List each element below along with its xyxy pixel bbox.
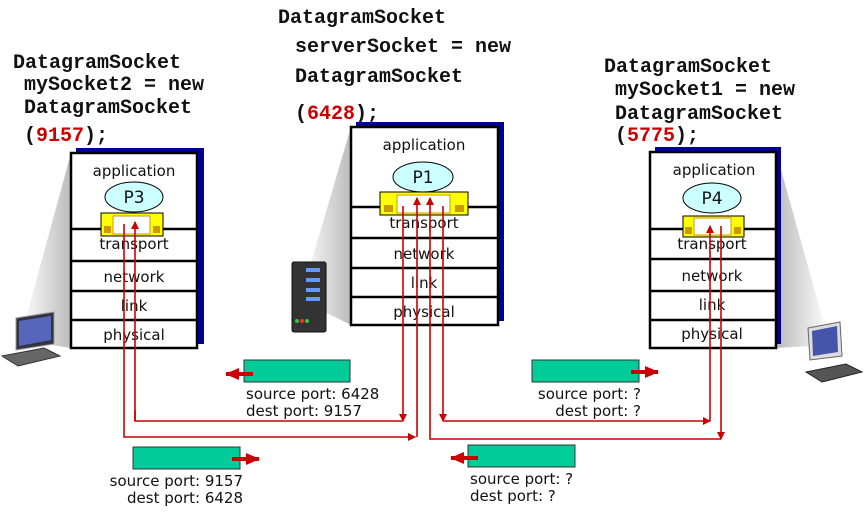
code-line: DatagramSocket — [604, 56, 772, 79]
port-number: 6428 — [307, 103, 355, 126]
svg-text:(9157);: (9157); — [24, 125, 108, 148]
layer-application: application — [383, 136, 466, 154]
layer-physical: physical — [393, 303, 455, 321]
code-line: DatagramSocket — [13, 52, 181, 75]
process-p3 — [104, 181, 164, 213]
layer-network: network — [104, 268, 165, 286]
server-icon — [291, 261, 327, 333]
layer-link: link — [411, 274, 438, 292]
paren: ( — [615, 125, 627, 148]
packet-server-to-p4: source port: ? dest port: ? — [531, 359, 659, 420]
desktop-right-icon — [804, 321, 864, 383]
shadow — [776, 152, 830, 348]
layer-physical: physical — [103, 326, 165, 344]
packet-dest-port: dest port: ? — [555, 402, 641, 420]
packet-source-port: source port: ? — [470, 470, 573, 488]
socket-icon — [379, 191, 469, 216]
socket-icon — [682, 215, 745, 238]
svg-text:(6428);: (6428); — [295, 103, 379, 126]
code-line: mySocket1 = new — [615, 79, 795, 102]
layer-transport: transport — [99, 235, 168, 253]
protocol-stack-right: application transport network link physi… — [648, 147, 781, 350]
code-line: mySocket2 = new — [24, 74, 204, 97]
packet-dest-port: dest port: 6428 — [127, 489, 243, 507]
path-p4-to-p1 — [426, 197, 721, 440]
protocol-stack-left: application transport network link physi… — [69, 148, 204, 350]
datagram-paths — [123, 197, 725, 441]
paren: ); — [84, 125, 108, 148]
client-left-socket-code: DatagramSocket mySocket2 = new DatagramS… — [13, 52, 204, 148]
layer-physical: physical — [681, 325, 743, 343]
server-socket-code: DatagramSocket serverSocket = new Datagr… — [278, 7, 511, 126]
packet-source-port: source port: 6428 — [246, 385, 379, 403]
shadow — [20, 153, 71, 348]
socket-icon — [100, 212, 164, 237]
client-right-socket-code: DatagramSocket mySocket1 = new DatagramS… — [604, 56, 795, 148]
layer-transport: transport — [389, 214, 458, 232]
layer-application: application — [93, 162, 176, 180]
svg-text:(5775);: (5775); — [615, 125, 699, 148]
code-line: DatagramSocket — [295, 66, 463, 89]
code-line: serverSocket = new — [295, 36, 511, 59]
packet-p4-to-server: source port: ? dest port: ? — [450, 444, 576, 505]
paren: ); — [675, 125, 699, 148]
code-line: DatagramSocket — [615, 103, 783, 126]
layer-application: application — [673, 161, 756, 179]
layer-link: link — [121, 297, 148, 315]
packet-server-to-p3: source port: 6428 dest port: 9157 — [225, 359, 379, 420]
port-number: 9157 — [36, 125, 84, 148]
paren: ( — [24, 125, 36, 148]
packet-source-port: source port: 9157 — [110, 472, 243, 490]
packet-source-port: source port: ? — [538, 385, 641, 403]
process-p4 — [682, 182, 742, 214]
process-label: P3 — [123, 188, 144, 208]
path-p3-to-p1 — [123, 224, 416, 441]
port-number: 5775 — [627, 125, 675, 148]
protocol-stack-server: application transport network link physi… — [349, 122, 504, 327]
paren: ( — [295, 103, 307, 126]
layer-network: network — [394, 245, 455, 263]
process-label: P1 — [412, 168, 433, 188]
layer-transport: transport — [677, 235, 746, 253]
code-line: DatagramSocket — [278, 7, 446, 30]
laptop-left-icon — [0, 311, 62, 367]
packet-dest-port: dest port: 9157 — [246, 402, 362, 420]
layer-network: network — [682, 267, 743, 285]
paren: ); — [355, 103, 379, 126]
process-label: P4 — [701, 189, 722, 209]
code-line: DatagramSocket — [24, 97, 192, 120]
packet-dest-port: dest port: ? — [470, 487, 556, 505]
packet-p3-to-server: source port: 9157 dest port: 6428 — [110, 446, 260, 507]
layer-link: link — [699, 296, 726, 314]
